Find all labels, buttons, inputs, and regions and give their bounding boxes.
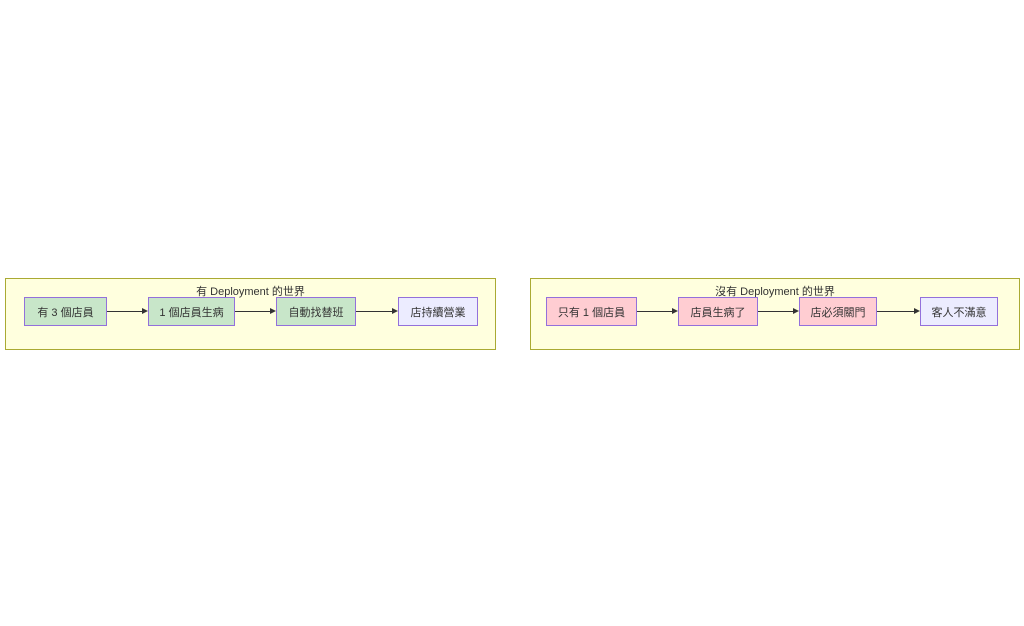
- cluster-title: 沒有 Deployment 的世界: [715, 286, 835, 298]
- flow-node-label: 店持續營業: [410, 306, 466, 319]
- arrow-head-icon: [142, 308, 148, 314]
- flow-node-one-clerk-sick: 1 個店員生病: [148, 297, 235, 326]
- arrow-head-icon: [914, 308, 920, 314]
- arrow-head-icon: [672, 308, 678, 314]
- flow-arrow-line: [356, 311, 392, 312]
- flow-node-clerk-got-sick: 店員生病了: [678, 297, 758, 326]
- arrow-head-icon: [793, 308, 799, 314]
- flow-node-only-one-clerk: 只有 1 個店員: [546, 297, 637, 326]
- flow-node-auto-replacement: 自動找替班: [276, 297, 356, 326]
- flow-node-three-clerks: 有 3 個店員: [24, 297, 107, 326]
- flow-arrow-line: [758, 311, 793, 312]
- arrow-head-icon: [392, 308, 398, 314]
- flow-node-label: 1 個店員生病: [159, 306, 224, 319]
- flow-node-label: 自動找替班: [288, 306, 344, 319]
- flow-arrow-line: [235, 311, 270, 312]
- flow-node-store-must-close: 店必須關門: [799, 297, 877, 326]
- flow-node-label: 只有 1 個店員: [557, 306, 626, 319]
- flow-node-label: 店員生病了: [690, 306, 746, 319]
- flow-arrow-line: [107, 311, 142, 312]
- flow-node-label: 店必須關門: [810, 306, 866, 319]
- arrow-head-icon: [270, 308, 276, 314]
- flow-node-label: 有 3 個店員: [37, 306, 94, 319]
- flow-node-customers-unhappy: 客人不滿意: [920, 297, 998, 326]
- cluster-title: 有 Deployment 的世界: [196, 286, 305, 298]
- flow-node-label: 客人不滿意: [931, 306, 987, 319]
- cluster-without-deployment: 沒有 Deployment 的世界 只有 1 個店員 店員生病了 店必須關門 客…: [530, 278, 1020, 350]
- flow-arrow-line: [637, 311, 672, 312]
- flow-arrow-line: [877, 311, 914, 312]
- cluster-with-deployment: 有 Deployment 的世界 有 3 個店員 1 個店員生病 自動找替班 店…: [5, 278, 496, 350]
- flow-node-store-stays-open: 店持續營業: [398, 297, 478, 326]
